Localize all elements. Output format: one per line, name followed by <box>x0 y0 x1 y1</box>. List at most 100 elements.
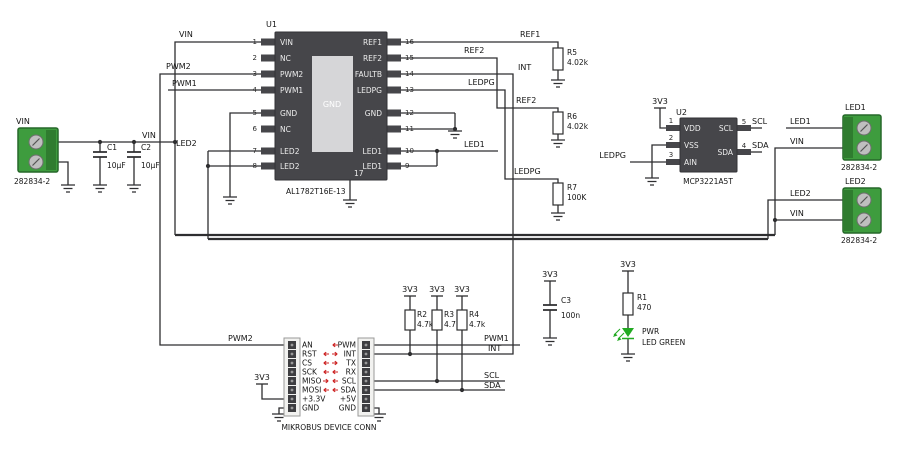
mikrobus-pin-cs: CS <box>302 359 312 368</box>
net-label-led1: LED1 <box>790 117 811 126</box>
power-label-3v3: 3V3 <box>542 270 558 279</box>
net-label-led2: LED2 <box>790 189 811 198</box>
u1-pin-label: PWM1 <box>280 86 303 95</box>
r3-value: 4.7k <box>444 320 461 329</box>
ground-icon <box>620 353 636 362</box>
u2-pin-label: AIN <box>684 158 697 167</box>
led-name: PWR <box>642 327 659 336</box>
signal-direction-arrow-icon <box>323 351 330 357</box>
header-pin-icon <box>362 350 370 358</box>
net-label-vin: VIN <box>179 30 193 39</box>
screw-terminal-icon <box>856 140 872 156</box>
u1-pin-label: REF1 <box>363 38 382 47</box>
wire-mb-gnd-right <box>374 407 380 414</box>
ground-icon <box>550 139 566 148</box>
terminal-part-number: 282834-2 <box>841 163 877 172</box>
u2-pin-label: VSS <box>684 141 699 150</box>
screw-terminal-icon <box>28 154 44 170</box>
u1-pin-num: 16 <box>405 38 414 46</box>
u1-pin-num: 2 <box>253 54 257 62</box>
ground-icon <box>644 177 660 186</box>
r2-ref: R2 <box>417 310 427 319</box>
mikrobus-connector: 3V3 AN RST CS SCK MISO MOSI +3.3V GND PW… <box>228 334 509 432</box>
wire-terminal-gnd <box>58 161 69 185</box>
r5-value: 4.02k <box>567 58 589 67</box>
power-label-3v3: 3V3 <box>620 260 636 269</box>
ic-u1: GND 17 U1 AL1782T16E-13 1 2 3 4 5 6 7 8 … <box>253 20 415 196</box>
net-label-ref2: REF2 <box>516 96 536 105</box>
u1-pin-num: 7 <box>253 147 257 155</box>
u1-pin-num: 4 <box>253 86 258 94</box>
u1-pin-label: LED2 <box>280 147 300 156</box>
header-pin-icon <box>362 341 370 349</box>
header-pin-icon <box>288 350 296 358</box>
header-pin-icon <box>288 404 296 412</box>
header-pin-icon <box>288 359 296 367</box>
screw-terminal-icon <box>28 134 44 150</box>
net-label-pwm1: PWM1 <box>172 79 197 88</box>
u2-pin-label: VDD <box>684 124 701 133</box>
r4-ref: R4 <box>469 310 479 319</box>
mikrobus-pin-sck: SCK <box>302 368 318 377</box>
ground-icon <box>92 184 108 193</box>
header-pin-icon <box>288 377 296 385</box>
wire-ledpg <box>401 89 559 213</box>
terminal-block-led2: LED2 282834-2 LED2 VIN <box>790 177 882 245</box>
net-label-ref1: REF1 <box>520 30 540 39</box>
net-label-ledpg: LEDPG <box>599 151 626 160</box>
wire-u2-vdd <box>659 108 666 129</box>
wire-led1 <box>401 150 498 167</box>
resistor-r3: 3V3 R3 4.7k <box>429 285 461 331</box>
signal-direction-arrow-icon <box>323 369 330 375</box>
mikrobus-pin-tx: TX <box>345 359 356 368</box>
ground-icon <box>126 184 142 193</box>
led-description: LED GREEN <box>642 338 685 347</box>
u1-pin-num: 1 <box>253 38 257 46</box>
u1-pin-label: NC <box>280 125 291 134</box>
net-labels: VIN VIN PWM2 PWM1 LED2 REF1 REF2 INT LED… <box>142 30 541 176</box>
r2-value: 4.7k <box>417 320 434 329</box>
u2-part-number: MCP3221A5T <box>683 177 733 186</box>
c3-ref: C3 <box>561 296 571 305</box>
mikrobus-pin-gnd: GND <box>302 404 319 413</box>
ic-u2: 3V3 U2 1 2 3 5 4 VDD VSS AIN SCL SDA MCP… <box>599 97 769 186</box>
ground-icon <box>550 79 566 88</box>
signal-direction-arrow-icon <box>332 369 339 375</box>
ground-icon <box>550 212 566 221</box>
wire-vin-to-pin1 <box>174 41 261 235</box>
terminal-net-led2: LED2 <box>845 177 866 186</box>
r3-ref: R3 <box>444 310 454 319</box>
wire-u1-gnd5 <box>229 112 261 197</box>
wire-ref2 <box>401 57 559 140</box>
u1-pin-num: 12 <box>405 109 414 117</box>
net-label-sda: SDA <box>752 141 769 150</box>
net-label-ledpg: LEDPG <box>514 167 541 176</box>
u1-pin-label: REF2 <box>363 54 382 63</box>
net-label-int: INT <box>518 63 531 72</box>
u1-pin-label: LEDPG <box>357 86 382 95</box>
net-label-vin: VIN <box>790 137 804 146</box>
wire-ref1 <box>401 41 559 80</box>
junction-dots <box>97 126 778 393</box>
mikrobus-pin-rx: RX <box>346 368 356 377</box>
header-pin-icon <box>362 404 370 412</box>
header-pin-icon <box>362 368 370 376</box>
u1-pin-num: 8 <box>253 162 257 170</box>
u1-pin-label: LED1 <box>363 147 383 156</box>
c1-ref: C1 <box>107 143 117 152</box>
screw-terminal-icon <box>856 212 872 228</box>
screw-terminal-icon <box>856 192 872 208</box>
terminal-block-vin: VIN 282834-2 <box>14 117 59 186</box>
signal-direction-arrow-icon <box>331 360 338 366</box>
wire-u2-vss <box>651 144 666 178</box>
wire-led2-to-tb3 <box>767 199 843 239</box>
u2-pin-num: 5 <box>742 118 746 126</box>
c2-value: 10µF <box>141 161 160 170</box>
ground-icon <box>542 337 558 346</box>
u2-pin-label: SCL <box>719 124 734 133</box>
net-label-ref2: REF2 <box>464 46 484 55</box>
mikrobus-pin-gnd: GND <box>339 404 356 413</box>
u2-pin-num: 1 <box>669 117 673 125</box>
